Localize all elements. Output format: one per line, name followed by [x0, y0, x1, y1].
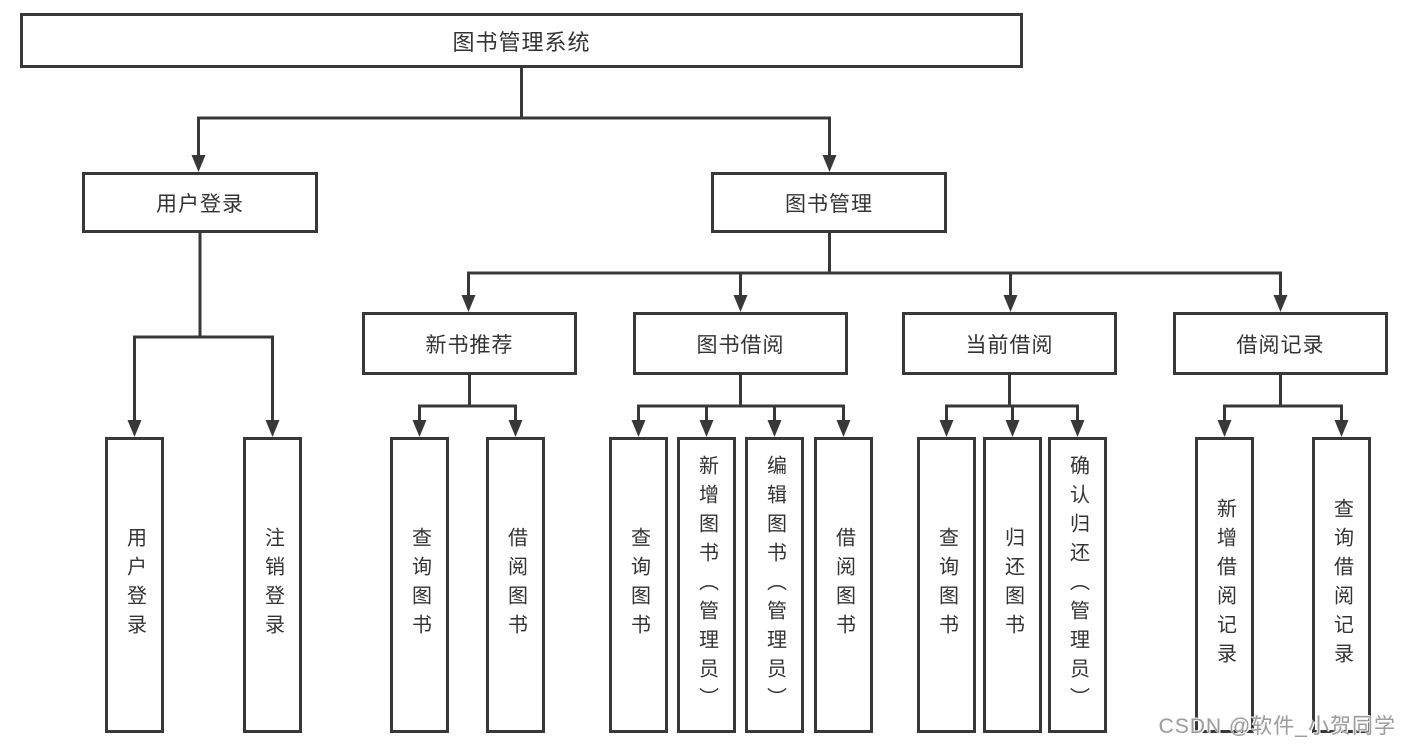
node-book-management: 图书管理 [711, 172, 947, 233]
leaf-query-book-borrow-label: 查询图书 [627, 527, 650, 643]
arrowhead [767, 420, 782, 437]
node-book-management-label: 图书管理 [785, 192, 873, 216]
leaf-borrow-book: 借阅图书 [814, 437, 873, 733]
node-new-book-recommend: 新书推荐 [362, 312, 577, 375]
node-book-borrow: 图书借阅 [633, 312, 848, 375]
arrowhead [461, 295, 476, 312]
leaf-query-book-newbook: 查询图书 [390, 437, 449, 733]
leaf-query-borrow-record-label: 查询借阅记录 [1330, 498, 1353, 672]
arrowhead [1273, 295, 1288, 312]
arrowhead [836, 420, 851, 437]
connector-current-branch [945, 375, 1079, 422]
node-current-borrow-label: 当前借阅 [965, 333, 1054, 357]
arrowhead [1005, 420, 1020, 437]
arrowhead [265, 420, 280, 437]
leaf-query-book-newbook-label: 查询图书 [408, 527, 431, 643]
node-user-login: 用户登录 [82, 172, 318, 233]
arrowhead [127, 420, 142, 437]
leaf-add-borrow-record-label: 新增借阅记录 [1213, 498, 1236, 672]
arrowhead [508, 420, 523, 437]
leaf-edit-book-admin: 编辑图书（管理员） [745, 437, 804, 733]
arrowhead [1217, 420, 1232, 437]
leaf-query-borrow-record: 查询借阅记录 [1312, 437, 1371, 733]
leaf-query-book-current: 查询图书 [917, 437, 976, 733]
arrowhead [1003, 295, 1018, 312]
leaf-edit-book-admin-label: 编辑图书（管理员） [763, 454, 786, 716]
connector-borrow-branch [637, 375, 845, 422]
arrowhead [631, 420, 646, 437]
node-new-book-recommend-label: 新书推荐 [425, 333, 514, 357]
connector-root-to-level2 [197, 68, 831, 157]
leaf-confirm-return-admin-label: 确认归还（管理员） [1066, 454, 1089, 716]
connector-bookmgmt-branch [467, 233, 1282, 297]
leaf-borrow-book-label: 借阅图书 [832, 527, 855, 643]
node-book-borrow-label: 图书借阅 [696, 333, 785, 357]
arrowhead [699, 420, 714, 437]
leaf-return-book-label: 归还图书 [1001, 527, 1024, 643]
leaf-logout-login-label: 注销登录 [261, 527, 284, 643]
leaf-confirm-return-admin: 确认归还（管理员） [1048, 437, 1107, 733]
node-root-label: 图书管理系统 [452, 29, 591, 55]
arrowhead [412, 420, 427, 437]
leaf-add-borrow-record: 新增借阅记录 [1195, 437, 1254, 733]
node-borrow-record: 借阅记录 [1173, 312, 1388, 375]
node-current-borrow: 当前借阅 [902, 312, 1117, 375]
leaf-user-login-label: 用户登录 [123, 527, 146, 643]
arrowhead [191, 155, 206, 172]
csdn-watermark: CSDN @软件_小贺同学 [1158, 715, 1396, 738]
node-borrow-record-label: 借阅记录 [1236, 333, 1325, 357]
connector-userlogin-branch [133, 233, 274, 422]
leaf-borrow-book-newbook-label: 借阅图书 [504, 527, 527, 643]
connector-newbook-branch [418, 375, 517, 422]
leaf-query-book-current-label: 查询图书 [935, 527, 958, 643]
leaf-logout-login: 注销登录 [243, 437, 302, 733]
arrowhead [733, 295, 748, 312]
node-user-login-label: 用户登录 [156, 192, 244, 216]
node-root: 图书管理系统 [20, 13, 1023, 68]
arrowhead [1070, 420, 1085, 437]
arrowhead [939, 420, 954, 437]
arrowhead [822, 155, 837, 172]
leaf-query-book-borrow: 查询图书 [609, 437, 668, 733]
leaf-return-book: 归还图书 [983, 437, 1042, 733]
connector-record-branch [1223, 375, 1343, 422]
leaf-borrow-book-newbook: 借阅图书 [486, 437, 545, 733]
arrowhead [1334, 420, 1349, 437]
leaf-add-book-admin-label: 新增图书（管理员） [695, 454, 718, 716]
leaf-add-book-admin: 新增图书（管理员） [677, 437, 736, 733]
leaf-user-login: 用户登录 [105, 437, 164, 733]
